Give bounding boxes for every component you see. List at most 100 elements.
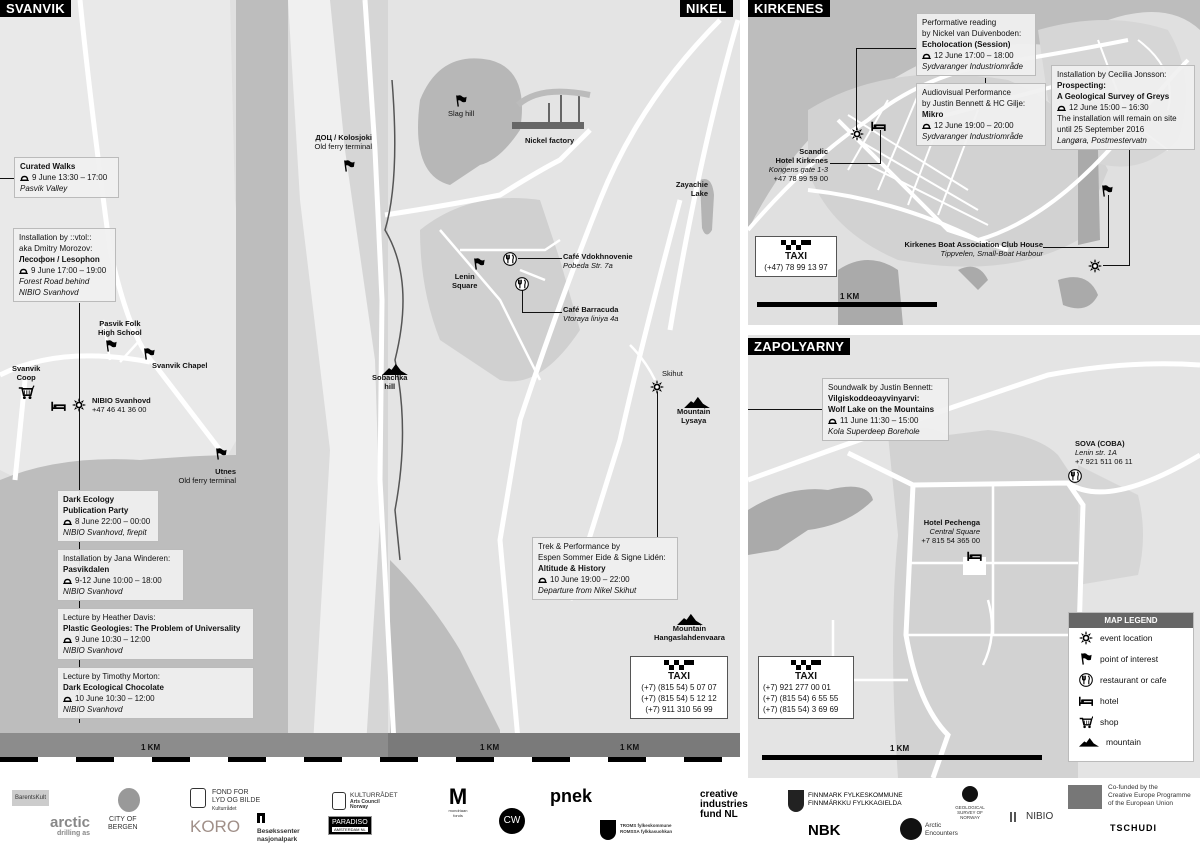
event-icon[interactable] <box>850 126 864 140</box>
event-dark-ecological-chocolate[interactable]: Lecture by Timothy Morton: Dark Ecologic… <box>57 667 254 719</box>
event-pasvikdalen[interactable]: Installation by Jana Winderen: Pasvikdal… <box>57 549 184 601</box>
event-date-text: 10 June 19:00 – 22:00 <box>550 575 630 584</box>
logo-arctic-encounters-mark <box>900 818 922 840</box>
hotel-icon[interactable] <box>966 548 983 562</box>
label-line: Hangaslahdenvaara <box>654 633 725 642</box>
event-curated-walks[interactable]: Curated Walks 9 June 13:30 – 17:00 Pasvi… <box>14 157 119 198</box>
flag-icon[interactable] <box>342 158 356 172</box>
event-icon[interactable] <box>650 379 664 393</box>
label-address: Pobeda Str. 7a <box>563 261 613 270</box>
logo-eu-flag <box>1068 785 1102 809</box>
label-line: Skihut <box>662 369 683 378</box>
event-title: Publication Party <box>63 506 129 515</box>
logo-text: Creative Europe Programme <box>1108 792 1191 799</box>
shop-icon[interactable] <box>17 384 35 400</box>
ticket-icon <box>63 519 72 525</box>
label-line: Coop <box>16 373 36 382</box>
flag-icon[interactable] <box>472 256 486 270</box>
scale-label: 1 KM <box>480 743 500 752</box>
legend-item: restaurant or cafe <box>1069 670 1193 691</box>
event-mikro[interactable]: Audiovisual Performance by Justin Bennet… <box>916 83 1046 146</box>
event-date: 9 June 13:30 – 17:00 <box>20 172 113 183</box>
connector-line <box>1108 195 1109 248</box>
legend-label: mountain <box>1106 737 1141 748</box>
logo-finnmark-shield <box>788 790 804 812</box>
event-title: Mikro <box>922 110 944 119</box>
event-place: NIBIO Svanhovd, firepit <box>63 528 147 537</box>
taxi-phone: (+7) 921 277 00 01 <box>763 683 831 692</box>
event-altitude-history[interactable]: Trek & Performance by Espen Sommer Eide … <box>532 537 678 600</box>
logo-text: M <box>448 784 468 809</box>
flag-icon[interactable] <box>454 93 468 107</box>
ticket-icon <box>20 175 29 181</box>
flag-icon <box>1079 652 1093 666</box>
mountain-icon[interactable] <box>381 360 409 372</box>
label-phone: +47 78 99 59 00 <box>773 174 828 183</box>
flag-icon[interactable] <box>1100 183 1114 197</box>
map-background <box>0 0 740 762</box>
event-date: 9 June 10:30 – 12:00 <box>63 634 248 645</box>
legend-label: shop <box>1100 716 1119 727</box>
event-icon[interactable] <box>1088 258 1102 272</box>
restaurant-icon[interactable] <box>1068 468 1082 482</box>
event-place: Forest Road behind <box>19 277 90 286</box>
restaurant-icon <box>1079 673 1093 687</box>
event-date: 11 June 11:30 – 15:00 <box>828 415 943 426</box>
label-line: Sobachka <box>372 373 408 382</box>
event-date-text: 12 June 15:00 – 16:30 <box>1069 103 1149 112</box>
zapolyarny-map: ZAPOLYARNY Soundwalk by Justin Bennett: … <box>748 335 1200 778</box>
event-echolocation[interactable]: Performative reading by Nickel van Duive… <box>916 13 1036 76</box>
logo-troms-shield <box>600 820 616 840</box>
restaurant-icon[interactable] <box>503 251 517 265</box>
label-line: Svanvik Chapel <box>152 361 208 370</box>
svanvik-title: SVANVIK <box>0 0 71 17</box>
label-line: Utnes <box>215 467 236 476</box>
scale-label: 1 KM <box>890 744 910 753</box>
connector-line <box>880 130 881 163</box>
hotel-icon[interactable] <box>870 118 887 132</box>
event-plastic-geologies[interactable]: Lecture by Heather Davis: Plastic Geolog… <box>57 608 254 660</box>
mountain-icon[interactable] <box>683 393 711 405</box>
logo-text: Encounters <box>925 830 958 837</box>
kirkenes-title: KIRKENES <box>748 0 830 17</box>
ticket-icon <box>19 268 28 274</box>
event-note: The installation will remain on site <box>1057 114 1177 123</box>
kirkenes-map: KIRKENES Performative reading by Nickel … <box>748 0 1200 325</box>
label-line: Scandic <box>799 147 828 156</box>
hotel-icon[interactable] <box>50 398 67 412</box>
logo-pnek: pnek <box>550 786 593 806</box>
event-date-text: 9 June 10:30 – 12:00 <box>75 635 151 644</box>
event-publication-party[interactable]: Dark Ecology Publication Party 8 June 22… <box>57 490 159 542</box>
event-lesophon[interactable]: Installation by ::vtol:: aka Dmitry Moro… <box>13 228 116 302</box>
flag-icon[interactable] <box>214 446 228 460</box>
mountain-icon[interactable] <box>676 610 704 622</box>
legend-item: point of interest <box>1069 649 1193 670</box>
label-line: ДОЦ / Kolosjoki <box>315 133 372 142</box>
flag-icon[interactable] <box>104 338 118 352</box>
taxi-label: TAXI <box>794 671 818 682</box>
logo-text: Besøkssenter <box>257 828 300 835</box>
event-place: Pasvik Valley <box>20 184 68 193</box>
taxi-phone: (+7) (815 54) 5 07 07 <box>641 683 717 692</box>
event-wolf-lake[interactable]: Soundwalk by Justin Bennett: Vilgiskodde… <box>822 378 949 441</box>
flag-icon[interactable] <box>142 346 156 360</box>
event-prospecting[interactable]: Installation by Cecilia Jonsson: Prospec… <box>1051 65 1195 150</box>
label-line: Mountain <box>677 407 711 416</box>
logo-text: nasjonalpark <box>257 836 298 843</box>
label-line: Lake <box>690 189 708 198</box>
event-icon[interactable] <box>72 397 86 411</box>
label-line: Square <box>452 281 478 290</box>
restaurant-icon[interactable] <box>515 276 529 290</box>
label-line: NIBIO Svanhovd <box>92 396 151 405</box>
